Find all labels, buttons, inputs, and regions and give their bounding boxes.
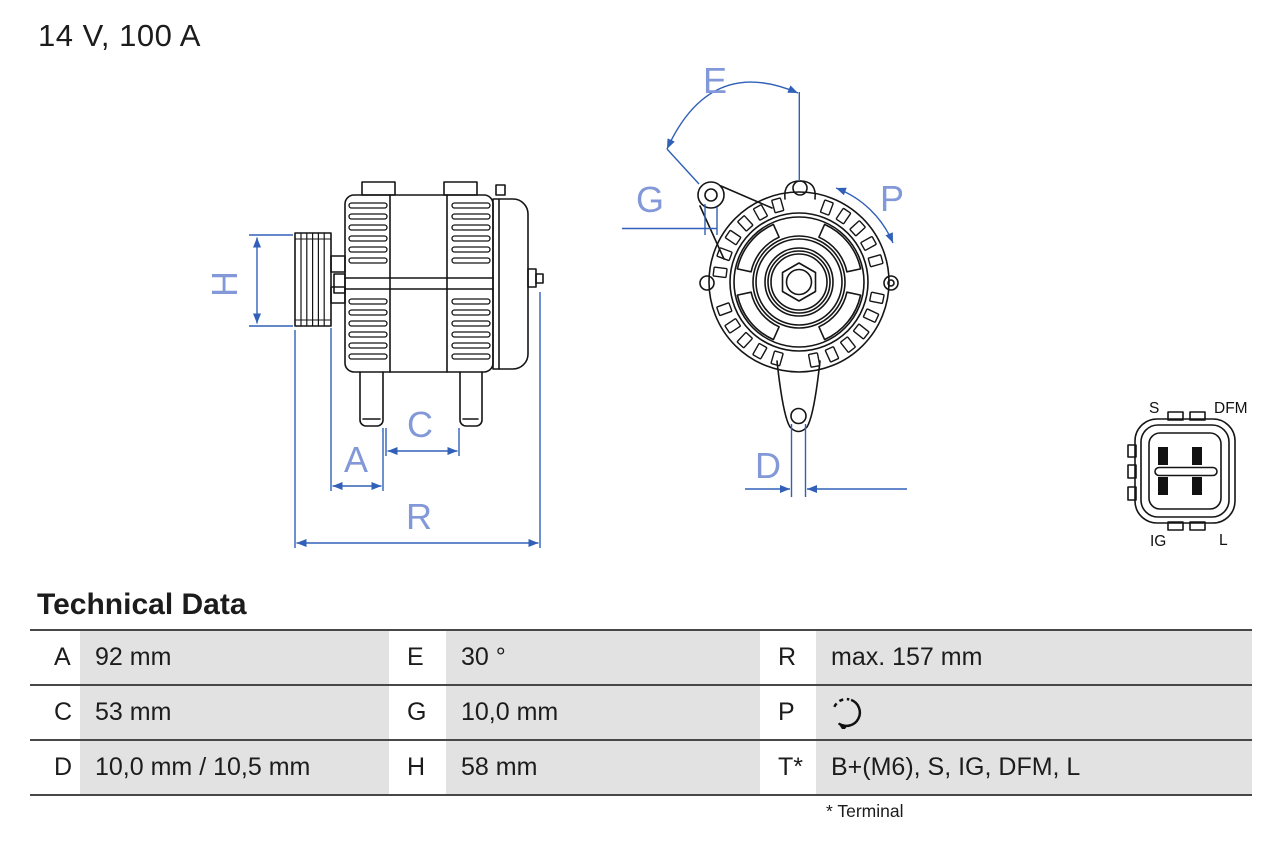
dim-label-g: G: [636, 179, 664, 220]
right-lug: [883, 275, 899, 291]
dim-label-p: P: [880, 178, 904, 219]
pin-l: [1192, 477, 1202, 495]
tech-value-c: 53 mm: [80, 686, 389, 739]
table-row: A 92 mm E 30 ° R max. 157 mm: [30, 631, 1252, 686]
tech-key-d: D: [30, 741, 80, 794]
rotation-direction-arrow: [835, 187, 894, 244]
connector-pins: [1158, 447, 1202, 495]
mounting-ear: [697, 181, 773, 260]
dim-label-h: H: [205, 271, 245, 297]
cooling-fins-rear: [451, 202, 491, 360]
housing-ring: [708, 191, 890, 373]
tech-value-a: 92 mm: [80, 631, 389, 684]
dim-label-d: D: [755, 445, 781, 486]
dim-label-a: A: [344, 439, 368, 480]
tech-key-c: C: [30, 686, 80, 739]
dim-label-e: E: [703, 60, 727, 101]
tech-value-g: 10,0 mm: [446, 686, 760, 739]
connector-pin-label-l: L: [1219, 532, 1228, 549]
tech-key-r: R: [760, 631, 816, 684]
tech-value-t: B+(M6), S, IG, DFM, L: [816, 741, 1252, 794]
product-rating-title: 14 V, 100 A: [38, 18, 201, 53]
connector-pinout-diagram: S DFM IG L: [1127, 400, 1248, 550]
tech-value-d: 10,0 mm / 10,5 mm: [80, 741, 389, 794]
bplus-terminal-stud: [527, 268, 537, 288]
pin-ig: [1158, 477, 1168, 495]
connector-shell: [1134, 418, 1236, 524]
alternator-side-view-drawing: H A C R: [205, 181, 544, 548]
table-row: C 53 mm G 10,0 mm P: [30, 686, 1252, 741]
technical-data-table: A 92 mm E 30 ° R max. 157 mm C 53 mm G 1…: [30, 629, 1252, 796]
table-row: D 10,0 mm / 10,5 mm H 58 mm T* B+(M6), S…: [30, 741, 1252, 796]
top-mounting-hole: [783, 180, 817, 200]
mounting-feet: [359, 371, 483, 427]
tech-value-e: 30 °: [446, 631, 760, 684]
connector-key-slot: [1154, 466, 1218, 477]
rotation-ccw-icon: [833, 697, 862, 729]
bottom-mounting-lug: [776, 360, 821, 433]
shaft-hex-nut: [781, 262, 817, 302]
pin-dfm: [1192, 447, 1202, 465]
tech-value-h: 58 mm: [446, 741, 760, 794]
technical-data-heading: Technical Data: [37, 588, 247, 621]
tech-value-r: max. 157 mm: [816, 631, 1252, 684]
connector-pin-label-s: S: [1149, 400, 1159, 417]
housing: [333, 181, 506, 373]
alternator-front-view-drawing: E G P D: [622, 60, 907, 497]
tech-key-g: G: [389, 686, 446, 739]
connector-pin-label-ig: IG: [1150, 533, 1166, 550]
tech-key-p: P: [760, 686, 816, 739]
terminal-footnote: * Terminal: [826, 801, 904, 821]
shaft-center: [785, 268, 813, 296]
connector-pin-label-dfm: DFM: [1214, 400, 1248, 417]
rear-cover: [492, 198, 544, 370]
tech-value-p: [816, 686, 1252, 739]
dim-label-r: R: [406, 496, 432, 537]
dimension-arc-e: [666, 81, 799, 150]
tech-key-a: A: [30, 631, 80, 684]
front-view-dimensions: [622, 81, 907, 497]
tech-key-t: T*: [760, 741, 816, 794]
side-view-dimensions: [249, 234, 541, 548]
cooling-fins-front: [348, 202, 388, 360]
dim-label-c: C: [407, 404, 433, 445]
vent-slots: [712, 197, 885, 368]
tech-key-e: E: [389, 631, 446, 684]
left-lug: [699, 275, 715, 291]
tech-key-h: H: [389, 741, 446, 794]
pin-s: [1158, 447, 1168, 465]
pulley: [294, 232, 346, 327]
